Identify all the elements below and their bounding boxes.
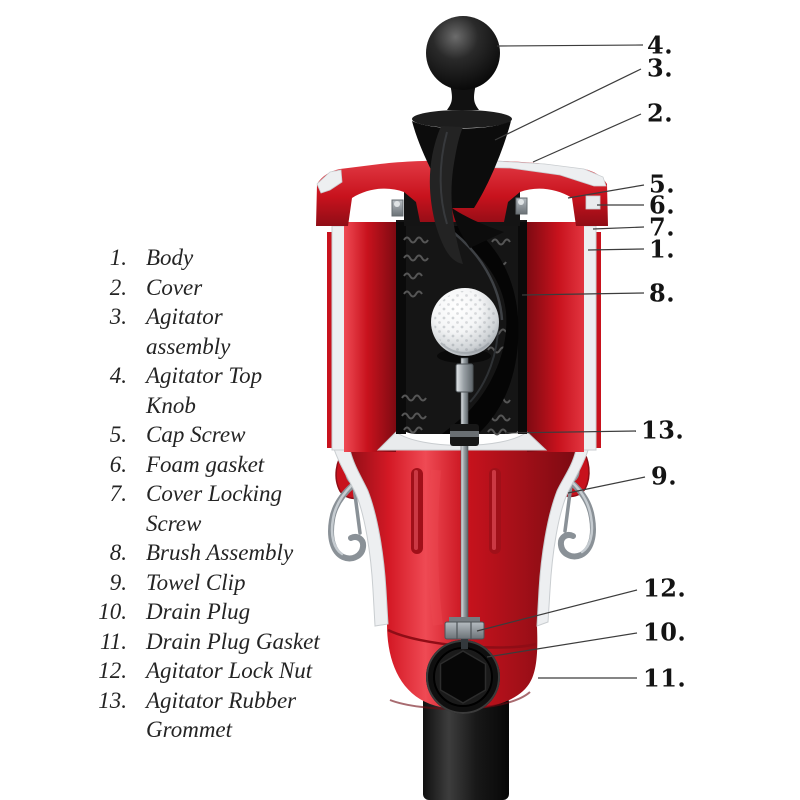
part-number: 9.	[109, 569, 127, 595]
part-number: 2.	[109, 274, 127, 300]
part-label: Cover	[146, 274, 203, 300]
cap-screw	[391, 197, 528, 217]
callout-11: 11.	[643, 663, 687, 693]
parts-list-item-5: 5. Cap Screw	[80, 420, 350, 450]
callout-3: 3.	[647, 53, 674, 83]
callout-6: 6.	[649, 190, 676, 220]
parts-list-item-10: 10. Drain Plug	[80, 597, 350, 627]
part-label: Drain Plug	[146, 599, 251, 624]
parts-list-item-9: 9. Towel Clip	[80, 568, 350, 598]
callout-12: 12.	[643, 573, 687, 603]
part-label: Drain Plug Gasket	[146, 628, 320, 654]
golf-ball	[431, 288, 499, 363]
agitator-lock-nut	[444, 617, 485, 640]
agitator-rubber-grommet	[450, 424, 479, 446]
part-label: Towel Clip	[146, 569, 246, 595]
drain-plug	[426, 640, 500, 714]
agitator-top-knob	[426, 16, 500, 90]
part-number: 1.	[109, 245, 127, 270]
callout-7: 7.	[649, 212, 676, 242]
mounting-pole	[423, 696, 509, 800]
parts-list-item-1: 1. Body	[80, 243, 350, 273]
agitator-spiral-lower	[432, 220, 519, 434]
part-label: Foam gasket	[146, 451, 265, 477]
callout-9: 9.	[651, 461, 678, 491]
callout-10: 10.	[643, 617, 687, 647]
agitator-top	[412, 16, 512, 264]
part-number: 5.	[109, 422, 127, 447]
parts-list-item-8: 8. Brush Assembly	[80, 538, 350, 568]
callout-4: 4.	[647, 30, 674, 60]
parts-list-item-11: 11. Drain Plug Gasket	[80, 627, 350, 657]
agitator-shaft	[444, 357, 485, 649]
part-number: 7.	[109, 481, 127, 506]
part-label: Agitator Lock Nut	[146, 658, 313, 683]
part-number: 8.	[109, 540, 127, 565]
part-label: Body	[146, 245, 194, 270]
callout-8: 8.	[649, 278, 676, 308]
part-number: 4.	[109, 363, 127, 388]
parts-list-item-2: 2. Cover	[80, 273, 350, 303]
part-number: 11.	[99, 628, 127, 654]
leader-lines	[476, 44, 646, 679]
parts-list-item-6: 6. Foam gasket	[80, 450, 350, 480]
part-label: Cap Screw	[146, 422, 246, 447]
part-number: 10.	[98, 599, 127, 624]
callout-1: 1.	[649, 234, 676, 264]
drain-plug-hex-socket	[439, 650, 487, 704]
agitator-twist-blade	[429, 126, 463, 264]
callout-2: 2.	[647, 98, 674, 128]
part-number: 12.	[98, 658, 127, 683]
part-number: 6.	[109, 451, 127, 477]
part-number: 13.	[98, 687, 127, 713]
part-number: 3.	[109, 304, 127, 329]
parts-list-item-12: 12. Agitator Lock Nut	[80, 656, 350, 686]
foam-gasket	[585, 195, 601, 210]
part-label: Brush Assembly	[146, 540, 294, 565]
callout-13: 13.	[641, 415, 685, 445]
callout-5: 5.	[649, 169, 676, 199]
